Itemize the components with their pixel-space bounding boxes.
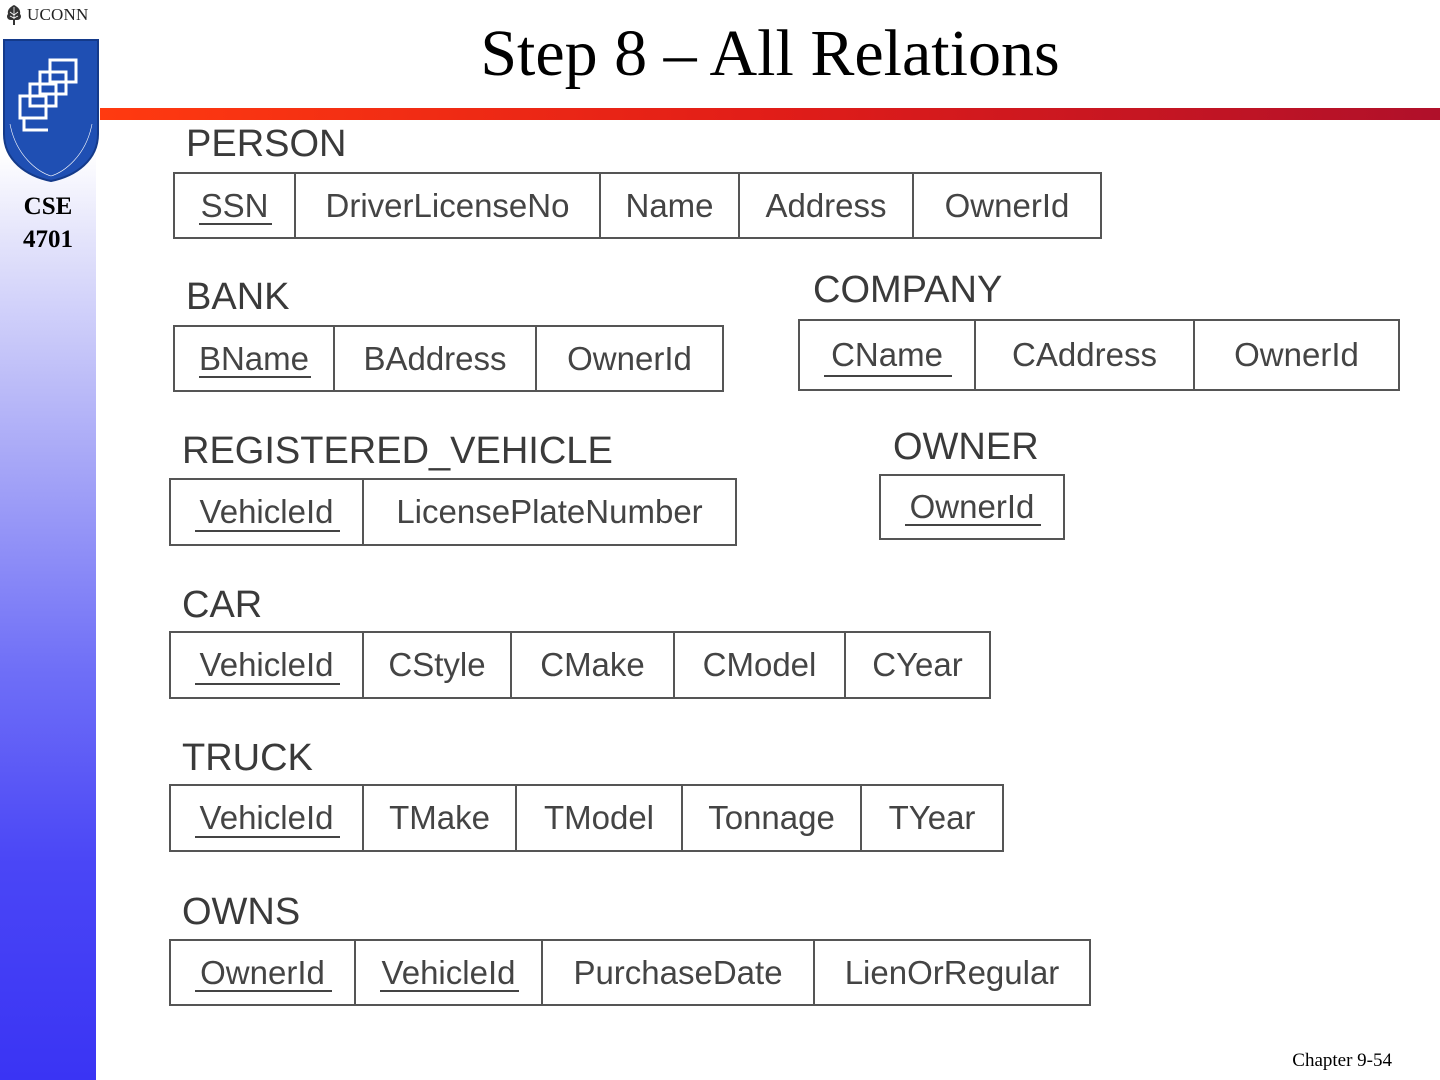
attribute-cell: SSN <box>175 174 296 237</box>
relation-name-bank: BANK <box>186 276 290 318</box>
oak-leaf-icon <box>7 5 21 25</box>
title-divider <box>100 108 1440 120</box>
attribute-cell: OwnerId <box>171 941 356 1004</box>
cse-crest-logo <box>3 39 99 182</box>
relation-table-company: CName CAddress OwnerId <box>798 319 1400 391</box>
attribute-cell: PurchaseDate <box>543 941 815 1004</box>
attribute-cell: VehicleId <box>171 786 364 850</box>
uconn-label: UCONN <box>27 5 89 24</box>
relation-name-registered-vehicle: REGISTERED_VEHICLE <box>182 430 613 472</box>
attribute-cell: TModel <box>517 786 683 850</box>
relation-name-car: CAR <box>182 584 263 626</box>
relation-table-owner: OwnerId <box>879 474 1065 540</box>
attribute-cell: DriverLicenseNo <box>296 174 601 237</box>
course-prefix: CSE <box>23 193 73 220</box>
attribute-cell: CMake <box>512 633 675 697</box>
attribute-cell: CYear <box>872 646 963 683</box>
relation-table-truck: VehicleId TMake TModel Tonnage TYear <box>169 784 1004 852</box>
attribute-cell: OwnerId <box>1234 336 1359 373</box>
attribute-cell: CStyle <box>364 633 512 697</box>
relation-name-truck: TRUCK <box>182 737 313 779</box>
attribute-cell: VehicleId <box>356 941 543 1004</box>
attribute-cell: Address <box>740 174 914 237</box>
slide-footer: Chapter 9-54 <box>1292 1050 1392 1071</box>
relation-name-company: COMPANY <box>813 269 1003 311</box>
relation-table-registered-vehicle: VehicleId LicensePlateNumber <box>169 478 737 546</box>
attribute-cell: TMake <box>364 786 517 850</box>
relation-name-person: PERSON <box>186 123 347 165</box>
attribute-cell: Name <box>601 174 740 237</box>
course-code: CSE 4701 <box>0 190 96 256</box>
relation-name-owns: OWNS <box>182 891 301 933</box>
attribute-cell: VehicleId <box>171 633 364 697</box>
relation-table-person: SSN DriverLicenseNo Name Address OwnerId <box>173 172 1102 239</box>
sidebar: UCONN CSE 4701 <box>0 0 99 1080</box>
attribute-cell: CAddress <box>976 321 1195 389</box>
attribute-cell: LicensePlateNumber <box>396 493 703 530</box>
attribute-cell: CName <box>800 321 976 389</box>
relation-table-car: VehicleId CStyle CMake CModel CYear <box>169 631 991 699</box>
attribute-cell: CModel <box>675 633 846 697</box>
attribute-cell: TYear <box>888 799 976 836</box>
attribute-cell: LienOrRegular <box>844 953 1060 991</box>
attribute-cell: VehicleId <box>171 480 364 544</box>
slide-title: Step 8 – All Relations <box>480 17 1060 90</box>
relation-table-bank: BName BAddress OwnerId <box>173 325 724 392</box>
attribute-cell: OwnerId <box>881 476 1063 538</box>
attribute-cell: OwnerId <box>944 186 1070 224</box>
course-number: 4701 <box>23 226 73 253</box>
uconn-logo: UCONN <box>4 4 88 26</box>
relation-table-owns: OwnerId VehicleId PurchaseDate LienOrReg… <box>169 939 1091 1006</box>
attribute-cell: BName <box>175 327 335 390</box>
relation-name-owner: OWNER <box>893 426 1039 468</box>
attribute-cell: Tonnage <box>683 786 862 850</box>
attribute-cell: OwnerId <box>567 339 692 377</box>
attribute-cell: BAddress <box>335 327 537 390</box>
